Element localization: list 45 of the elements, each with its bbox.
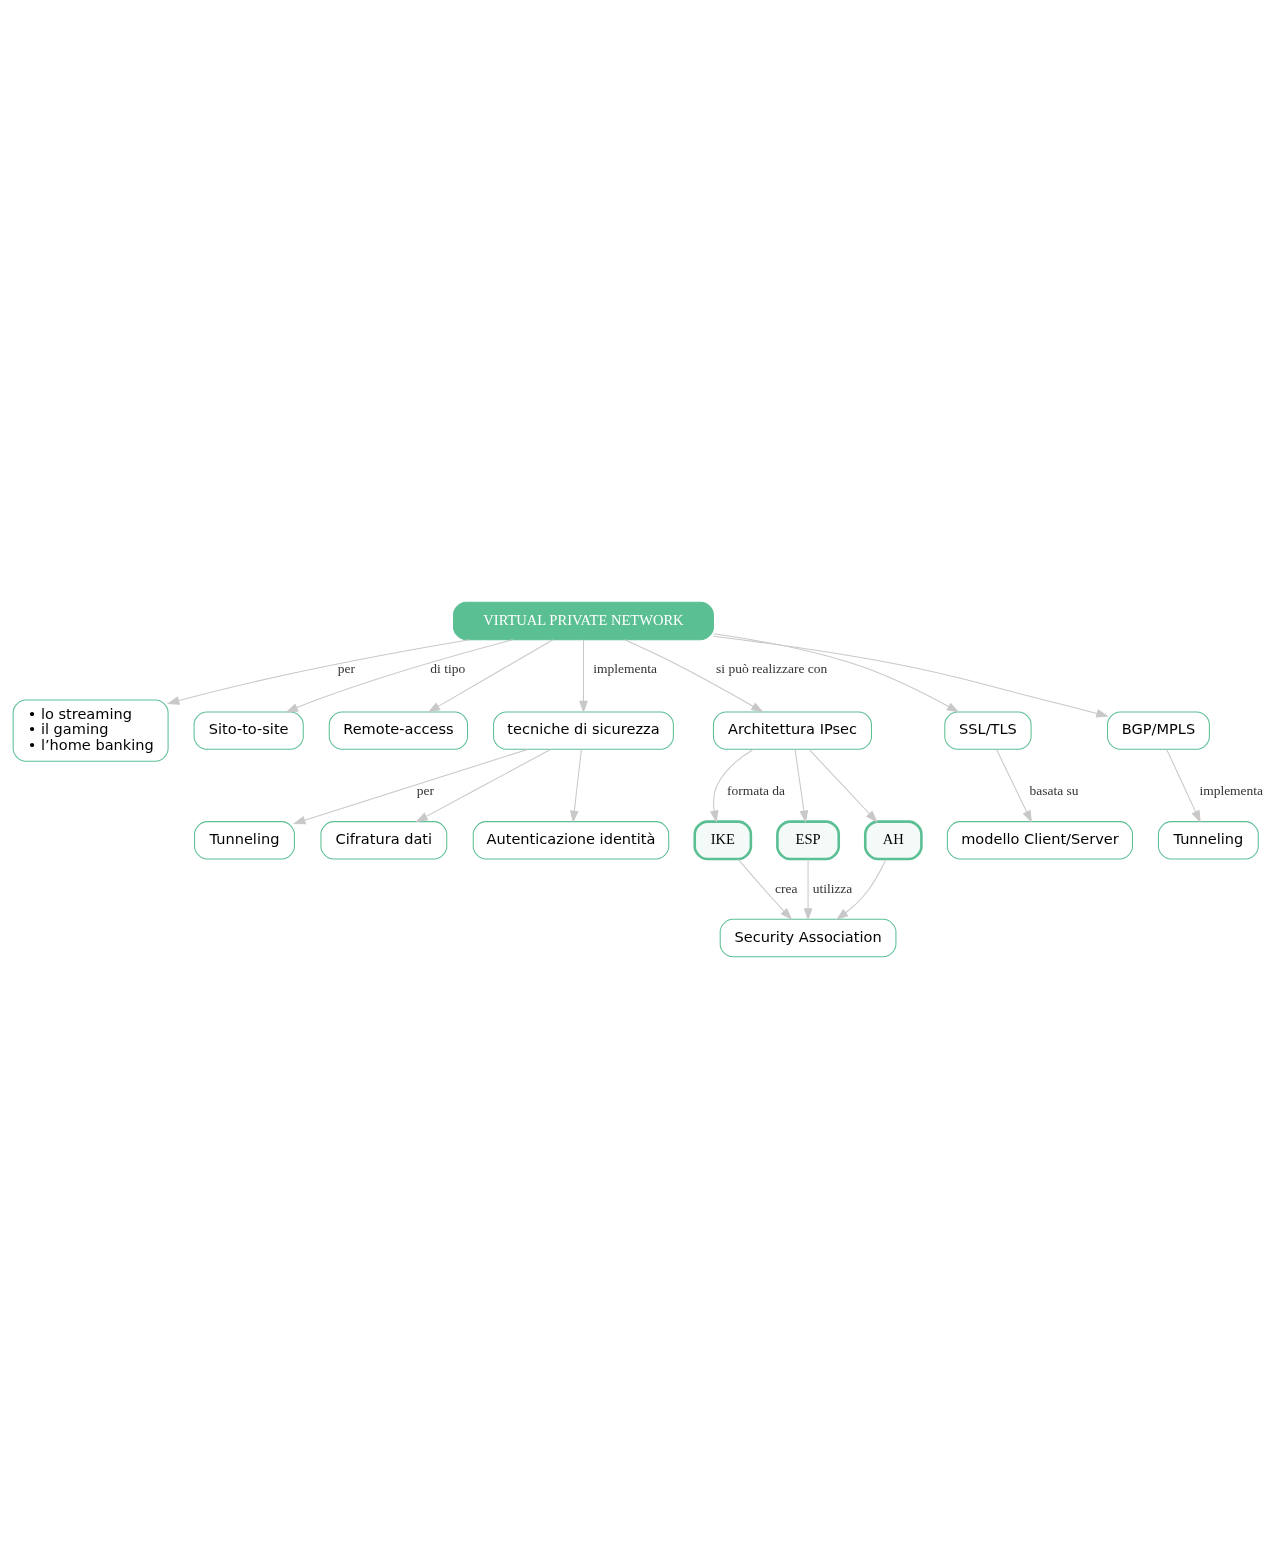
arrow <box>578 639 588 714</box>
node-box: Sito-to-site <box>193 711 304 750</box>
arrow <box>285 639 513 713</box>
arrow <box>995 748 1032 823</box>
arrow <box>166 639 470 705</box>
node-box: SSL/TLS <box>943 711 1032 750</box>
arrow <box>1165 748 1201 823</box>
arrow <box>292 748 528 825</box>
arrow <box>569 748 582 824</box>
edge-label: per <box>416 782 434 798</box>
arrow <box>794 748 808 824</box>
node-box: modello Client/Server <box>946 821 1133 860</box>
node-box: Remote-access <box>328 711 468 750</box>
arrow <box>427 639 553 713</box>
node-box: tecniche di sicurezza <box>492 711 674 750</box>
arrow <box>737 858 792 921</box>
edge-label: utilizza <box>812 880 852 896</box>
edge-label: di tipo <box>429 661 465 677</box>
edge-label: per <box>337 661 355 677</box>
arrow <box>712 635 1109 718</box>
edge-label: si può realizzare con <box>715 661 827 677</box>
node-box: AH <box>863 820 923 861</box>
arrow <box>808 748 878 823</box>
node-box: ESP <box>775 820 840 861</box>
node-box: Architettura IPsec <box>712 711 872 750</box>
arrow <box>709 748 754 823</box>
arrow <box>803 858 812 921</box>
node-box: Security Association <box>719 918 896 958</box>
arrow <box>835 858 886 921</box>
edge-label: implementa <box>592 661 657 677</box>
arrow <box>712 633 959 713</box>
edge-label: implementa <box>1198 782 1263 798</box>
arrow <box>623 639 764 713</box>
arrow <box>414 748 551 823</box>
node-box: Cifratura dati <box>319 821 447 860</box>
node-box: Tunneling <box>1157 821 1259 860</box>
node-box: Autenticazione identità <box>472 821 669 860</box>
node-box: • lo streaming • il gaming • l’home banking <box>12 699 169 762</box>
edge-label: basata su <box>1028 782 1079 798</box>
node-box: BGP/MPLS <box>1106 711 1210 750</box>
edge-label: crea <box>774 880 797 896</box>
node-box: VIRTUAL PRIVATE NETWORK <box>452 601 714 641</box>
node-box: Tunneling <box>193 821 295 860</box>
node-box: IKE <box>692 820 752 861</box>
edge-label: formata da <box>726 782 785 798</box>
